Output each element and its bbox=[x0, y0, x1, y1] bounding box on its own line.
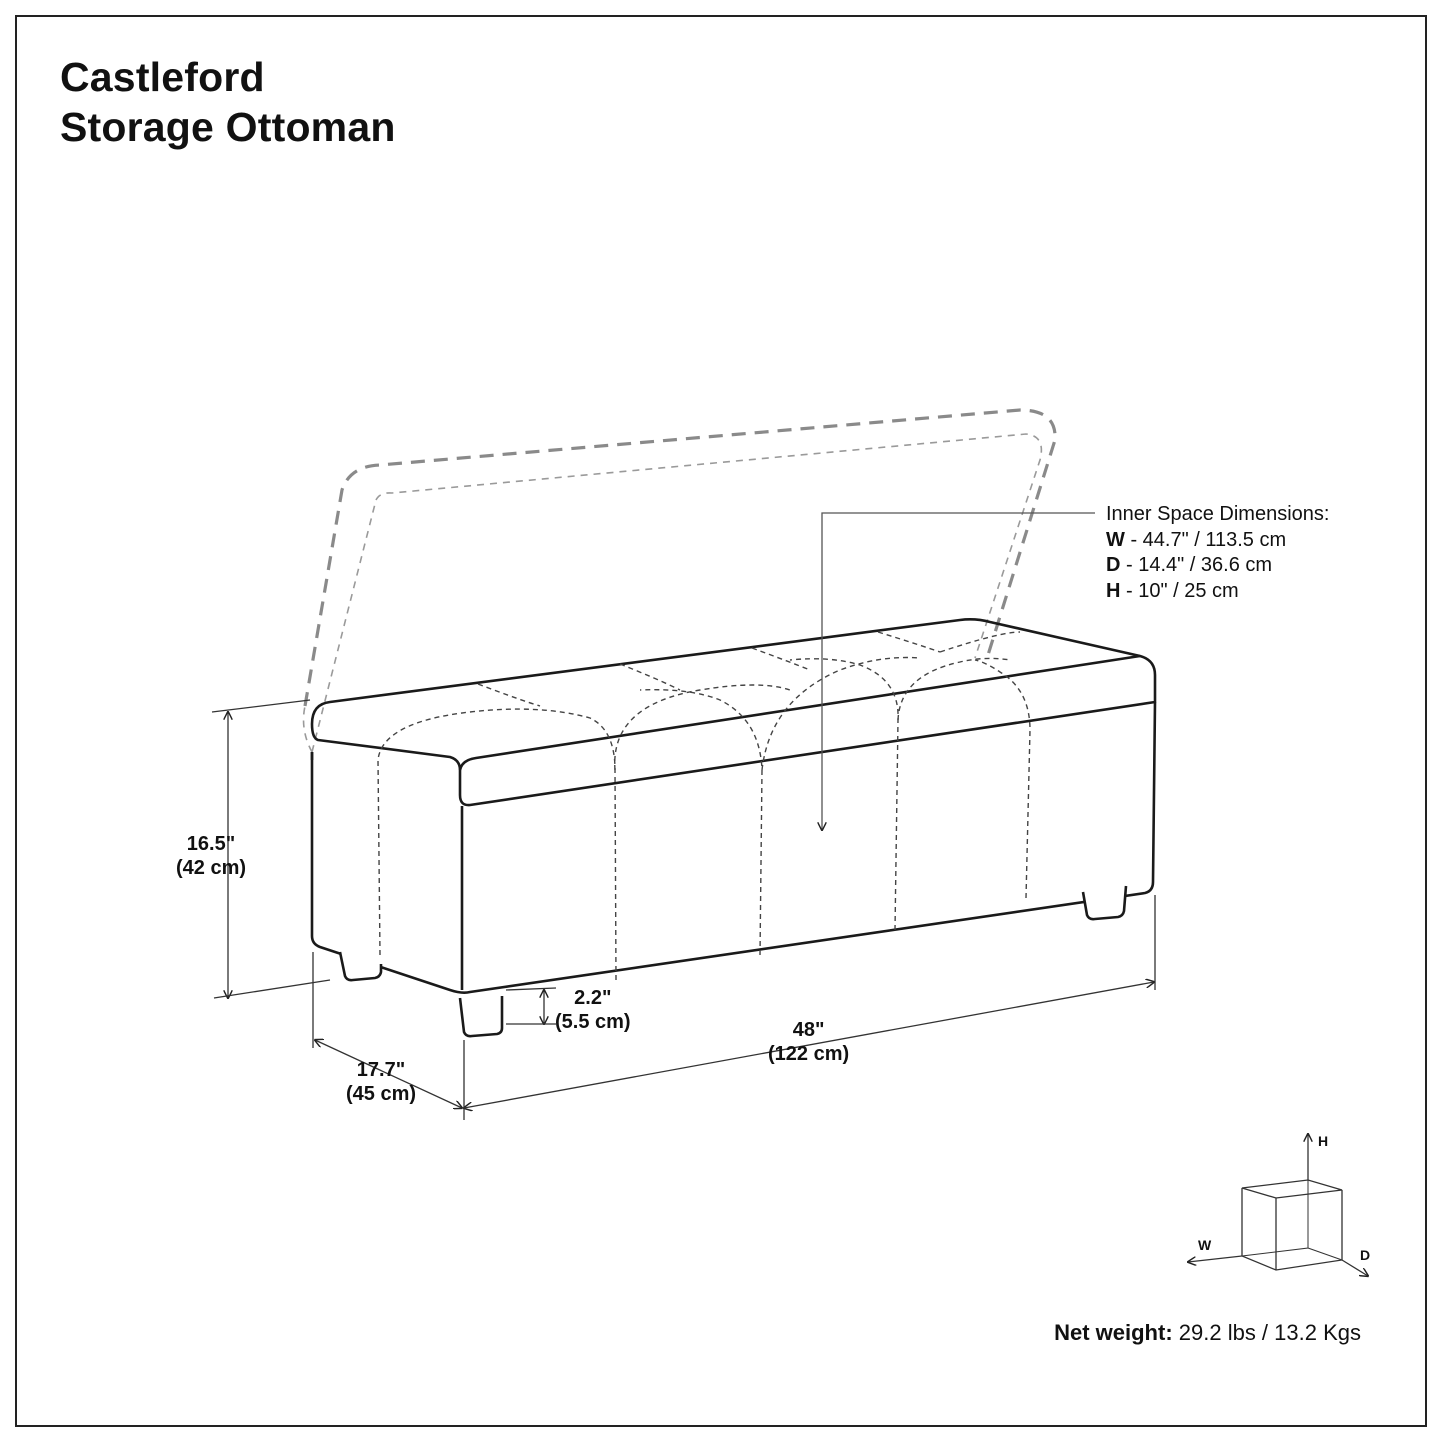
legs bbox=[338, 885, 1128, 1038]
open-lid-inner-outline bbox=[302, 433, 1043, 753]
width-inches: 48" bbox=[792, 1019, 825, 1041]
axis-w-label: W bbox=[1198, 1237, 1212, 1253]
axis-d-label: D bbox=[1360, 1247, 1371, 1263]
inner-space-w: W - 44.7" / 113.5 cm bbox=[1106, 528, 1287, 551]
storage-base bbox=[310, 701, 1157, 994]
depth-label: 17.7" (45 cm) bbox=[346, 1058, 416, 1106]
diagram-frame bbox=[15, 15, 1427, 1427]
dimension-lines bbox=[211, 699, 1155, 1120]
width-cm: (122 cm) bbox=[768, 1043, 850, 1065]
leg-height-cm: (5.5 cm) bbox=[555, 1011, 631, 1033]
title-line-1: Castleford bbox=[60, 54, 265, 100]
title-line-2: Storage Ottoman bbox=[60, 104, 396, 150]
inner-space-heading: Inner Space Dimensions: bbox=[1106, 503, 1330, 525]
width-label: 48" (122 cm) bbox=[768, 1018, 849, 1066]
net-weight: Net weight: 29.2 lbs / 13.2 Kgs bbox=[1054, 1320, 1361, 1345]
leg-height-inches: 2.2" bbox=[574, 987, 612, 1009]
product-title: Castleford Storage Ottoman bbox=[60, 52, 396, 152]
depth-inches: 17.7" bbox=[356, 1059, 406, 1081]
open-lid-outline bbox=[303, 408, 1057, 707]
depth-cm: (45 cm) bbox=[346, 1083, 417, 1105]
inner-space-h: H - 10" / 25 cm bbox=[1106, 579, 1239, 602]
height-inches: 16.5" bbox=[186, 833, 236, 855]
height-cm: (42 cm) bbox=[176, 857, 247, 879]
leg-height-label: 2.2" (5.5 cm) bbox=[555, 986, 631, 1034]
axis-legend-cube bbox=[1188, 1134, 1368, 1276]
axis-h-label: H bbox=[1318, 1133, 1329, 1149]
inner-space-leader bbox=[822, 512, 1095, 830]
inner-space-d: D - 14.4" / 36.6 cm bbox=[1106, 554, 1273, 576]
tufting-seams bbox=[377, 631, 1031, 981]
inner-space-dimensions: Inner Space Dimensions: W - 44.7" / 113.… bbox=[1106, 502, 1329, 604]
height-label: 16.5" (42 cm) bbox=[176, 832, 246, 880]
